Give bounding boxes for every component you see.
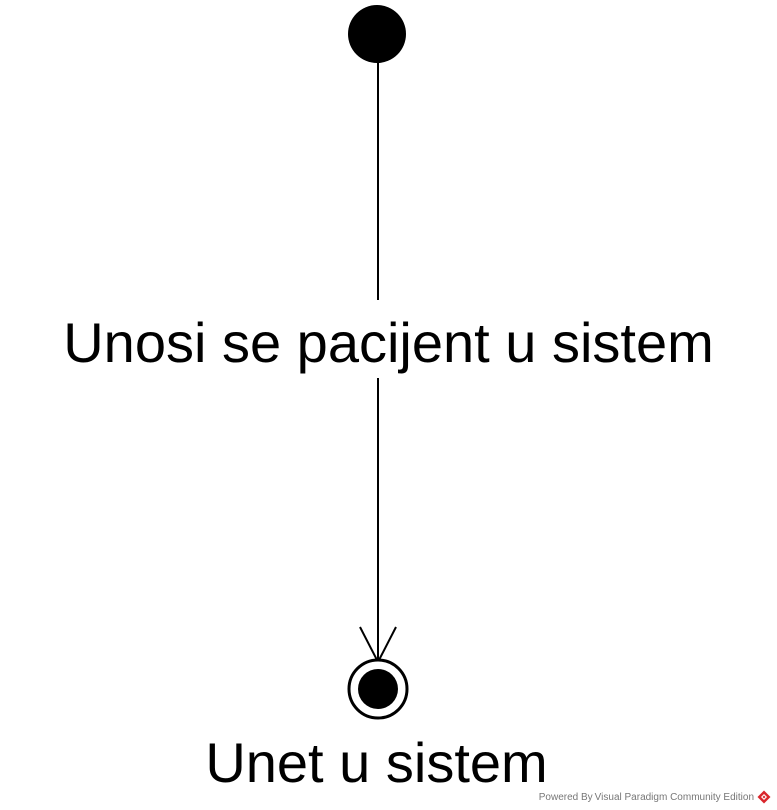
watermark: Powered By Visual Paradigm Community Edi… <box>539 790 771 804</box>
final-state-inner-dot <box>358 669 398 709</box>
initial-state-node[interactable] <box>348 5 406 63</box>
final-state-label[interactable]: Unet u sistem <box>205 731 548 794</box>
visual-paradigm-logo-icon <box>757 790 771 804</box>
transition-label[interactable]: Unosi se pacijent u sistem <box>63 311 714 374</box>
final-state-node[interactable] <box>347 658 409 720</box>
watermark-text: Powered By Visual Paradigm Community Edi… <box>538 791 754 803</box>
